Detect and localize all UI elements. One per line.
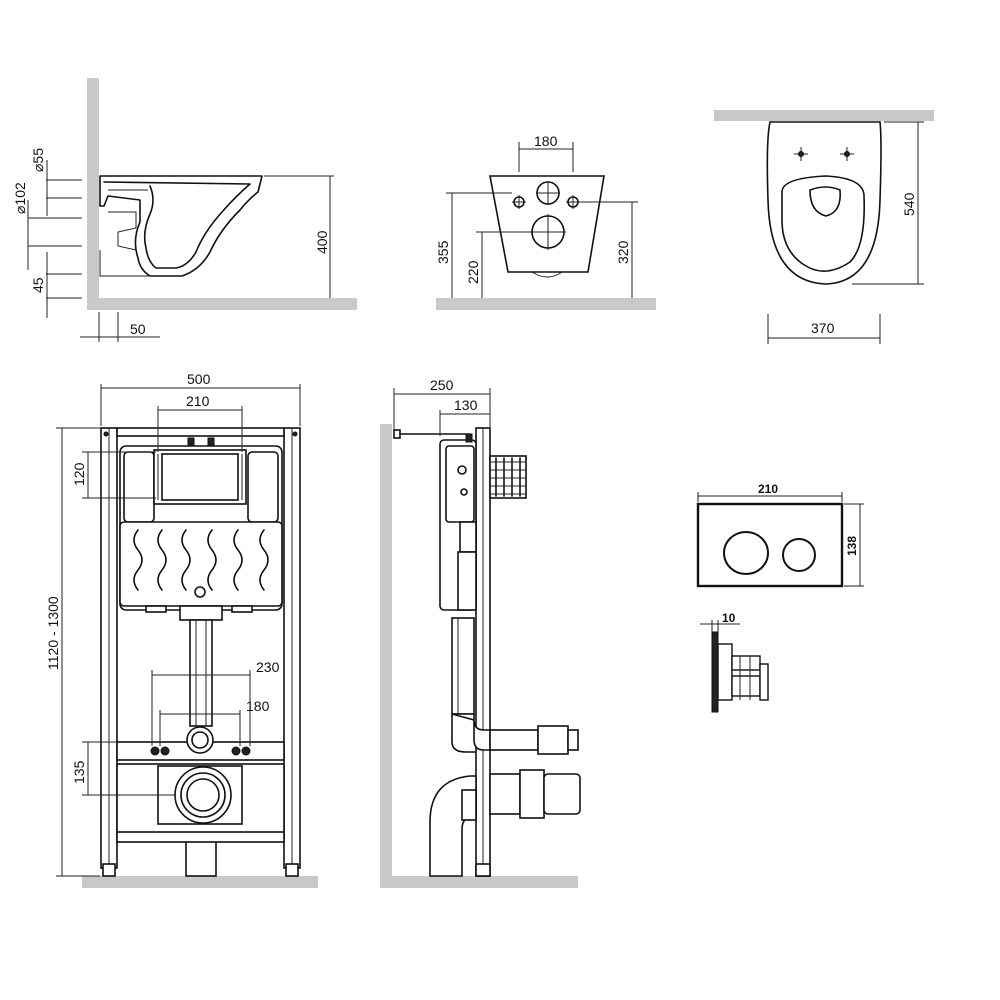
seat-opening (809, 186, 842, 217)
toilet-front-view: 180 355 220 320 (435, 133, 656, 310)
floor (87, 298, 357, 310)
frame-top-rail (116, 427, 285, 437)
drain-bottom (185, 837, 217, 877)
dim-width-230: 230 (256, 659, 280, 675)
dim-width-370: 370 (811, 320, 835, 336)
dim-height-120: 120 (71, 462, 87, 486)
dim-dia-inlet: ⌀55 (30, 148, 46, 172)
dim-thickness-10: 10 (722, 611, 736, 625)
hinge-right-icon (840, 147, 854, 161)
dim-height-138: 138 (845, 536, 859, 556)
wall-vertical (87, 78, 99, 310)
floor-side (380, 876, 578, 888)
dim-width-500: 500 (187, 371, 211, 387)
flush-pipe (189, 619, 213, 727)
dim-height-355: 355 (435, 240, 451, 264)
flush-plate-side (711, 631, 769, 713)
bowl-base (99, 250, 150, 277)
floor-front (436, 298, 656, 310)
inlet-pipe (489, 729, 539, 751)
hinge-left-icon (794, 147, 808, 161)
frame-front-view: 500 210 120 1120 - 1300 230 180 135 (45, 371, 318, 888)
flush-plate: 210 138 10 (696, 482, 864, 713)
dim-width-210-plate: 210 (758, 482, 778, 496)
floor-frame (82, 876, 318, 888)
frame-side-view: 250 130 (380, 377, 581, 888)
wall-side (380, 424, 392, 888)
drain-outlet-side (543, 773, 581, 815)
toilet-bowl-side (99, 175, 263, 277)
cistern-ribs (133, 529, 269, 591)
dim-depth-250: 250 (430, 377, 454, 393)
flush-button-small (782, 538, 816, 572)
wall-top (714, 110, 934, 121)
flush-pipe-side (451, 617, 475, 715)
dim-height-range: 1120 - 1300 (45, 596, 61, 670)
dim-width-180: 180 (534, 133, 558, 149)
toilet-bowl-rim (108, 189, 148, 251)
flush-plate-front (696, 502, 844, 588)
toilet-bowl-top (766, 121, 882, 285)
dim-depth-130: 130 (454, 397, 478, 413)
dim-height-400: 400 (314, 230, 330, 254)
seat-ring (781, 175, 866, 272)
flush-button-large (723, 531, 769, 575)
foot-right (285, 863, 299, 877)
dim-height-135: 135 (71, 760, 87, 784)
toilet-side-view: ⌀102 ⌀55 45 400 50 (12, 78, 357, 342)
dim-height-320: 320 (615, 240, 631, 264)
dim-wall-gap-50: 50 (130, 321, 146, 337)
dim-width-180: 180 (246, 698, 270, 714)
foot-left (102, 863, 116, 877)
dim-height-220: 220 (465, 260, 481, 284)
dim-length-540: 540 (901, 192, 917, 216)
dim-width-210: 210 (186, 393, 210, 409)
toilet-top-view: 540 370 (714, 110, 934, 344)
toilet-bowl-inner (103, 181, 251, 269)
dim-dia-pipe: ⌀102 (12, 182, 28, 214)
dim-height-45: 45 (30, 277, 46, 293)
